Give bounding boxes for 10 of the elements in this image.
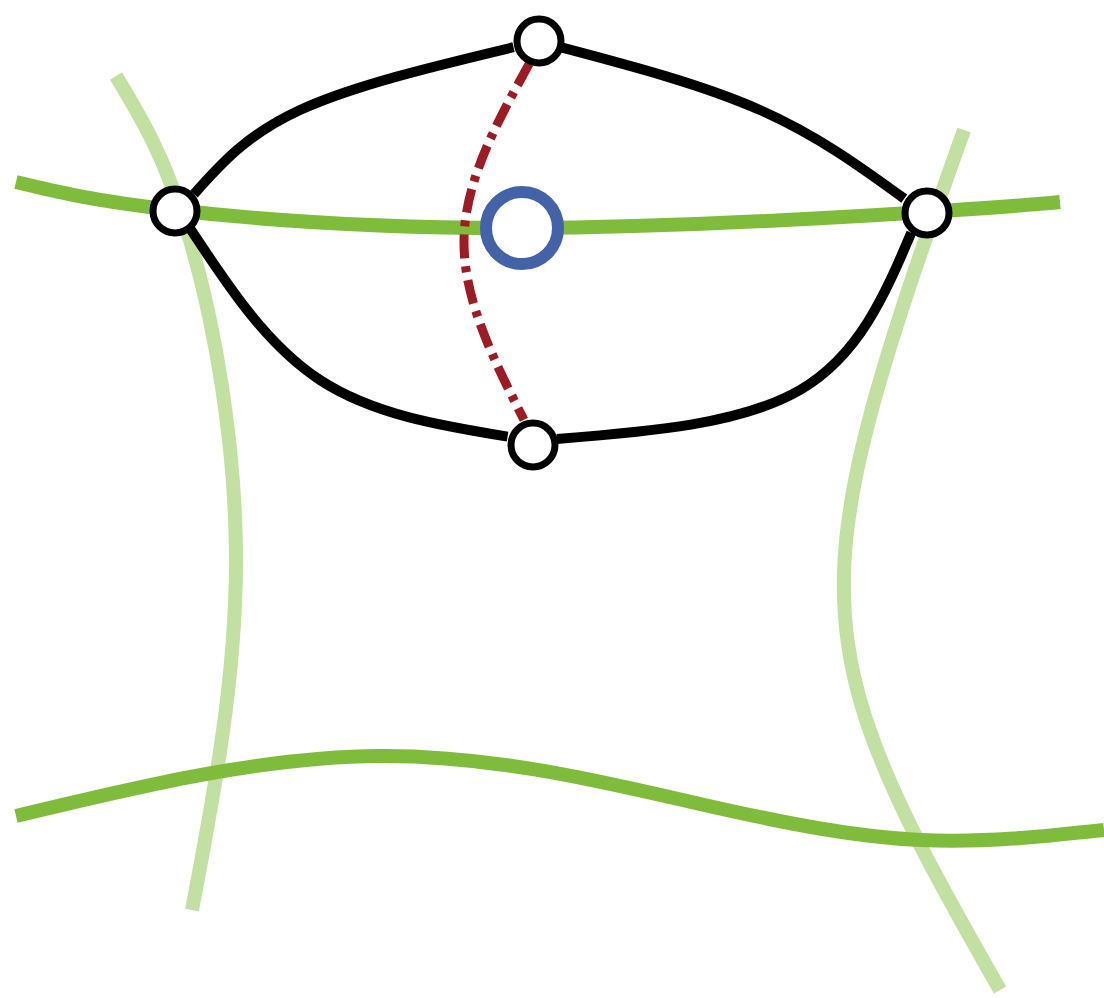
vertex-circle (509, 11, 567, 69)
connector (561, 42, 908, 203)
dashed-connector (459, 61, 534, 422)
connector (186, 226, 509, 442)
vertex-circle (503, 415, 561, 473)
connector (556, 230, 916, 444)
vertex-circle (897, 183, 955, 241)
center-point-circle (474, 180, 570, 276)
connector (190, 42, 515, 198)
vertex-circle (145, 181, 203, 239)
